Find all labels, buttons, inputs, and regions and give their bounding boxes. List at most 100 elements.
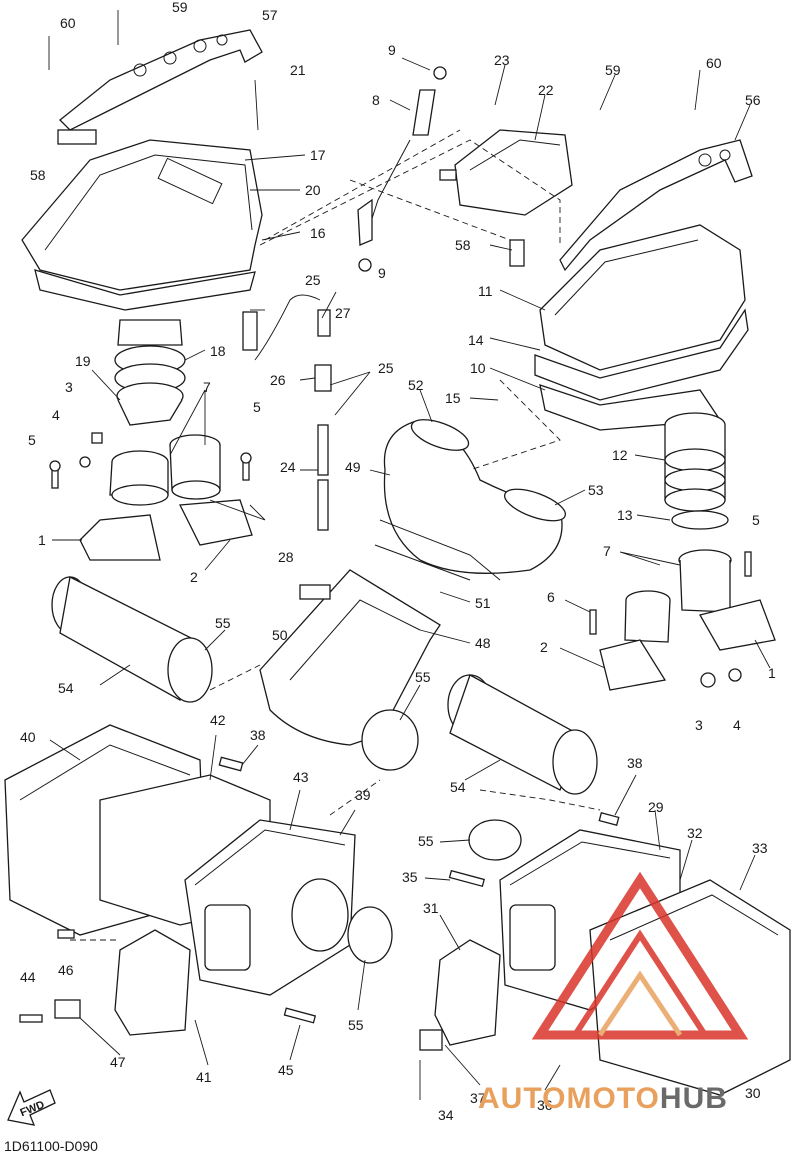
label-18: 18 [210,343,226,359]
label-5-a: 5 [253,399,261,415]
label-11: 11 [478,283,493,299]
label-32: 32 [687,825,703,841]
label-42: 42 [210,712,226,728]
label-50: 50 [272,627,288,643]
pipe-54-left [51,576,213,703]
label-26: 26 [270,372,286,388]
label-30: 30 [745,1085,761,1101]
diagram-code: 1D61100-D090 [4,1138,98,1154]
label-13: 13 [617,507,633,523]
label-4-a: 4 [52,407,60,423]
label-10: 10 [470,360,486,376]
label-9-b: 9 [378,265,386,281]
label-21: 21 [290,62,306,78]
label-3-b: 3 [695,717,703,733]
label-58-b: 58 [455,237,471,253]
label-57: 57 [262,7,278,23]
leader-lines [70,129,601,941]
label-31: 31 [423,900,439,916]
label-3-a: 3 [65,379,73,395]
label-46: 46 [58,962,74,978]
bolts-left [49,432,252,489]
label-59-b: 59 [605,62,621,78]
clamp-55-right [419,812,620,1051]
label-56: 56 [745,92,761,108]
label-22: 22 [538,82,554,98]
canister-22 [439,129,573,216]
label-47: 47 [110,1054,126,1070]
gasket-58-left [57,129,97,145]
label-5-c: 5 [752,512,760,528]
bolts-bottom-left [19,756,317,1024]
label-2-a: 2 [190,569,198,585]
label-12: 12 [612,447,628,463]
gasket-58-right [509,239,525,267]
label-23: 23 [494,52,510,68]
intake-right [589,549,776,691]
label-38-b: 38 [627,755,643,771]
label-16: 16 [310,225,326,241]
airbox-left [21,139,263,426]
label-54-a: 54 [58,680,74,696]
label-7-a: 7 [203,379,211,395]
joint-12-right [664,412,729,530]
label-54-b: 54 [450,779,466,795]
label-1-b: 1 [768,665,776,681]
cover-41 [114,929,191,1036]
duct-48 [259,569,441,771]
label-1-a: 1 [38,532,46,548]
label-60-a: 60 [60,15,76,31]
label-59-a: 59 [172,0,188,15]
label-28: 28 [278,549,294,565]
bracket-56 [559,139,753,272]
label-leaders [48,10,771,1100]
label-55-b: 55 [415,669,431,685]
label-60-b: 60 [706,55,722,71]
label-58-a: 58 [30,167,46,183]
watermark-text: AUTOMOTOHUB [478,1082,728,1116]
label-55-c: 55 [418,833,434,849]
automotohub-logo [531,871,749,1040]
label-33: 33 [752,840,768,856]
label-45: 45 [278,1062,294,1078]
label-4-b: 4 [733,717,741,733]
label-19: 19 [75,353,91,369]
watermark-text-b: HUB [659,1082,728,1115]
hose-8 [357,66,447,272]
label-39: 39 [355,787,371,803]
label-40: 40 [20,729,36,745]
label-44: 44 [20,969,36,985]
label-53: 53 [588,482,604,498]
label-48: 48 [475,635,491,651]
case-39 [184,819,393,996]
label-41: 41 [196,1069,212,1085]
label-7-b: 7 [603,543,611,559]
label-2-b: 2 [540,639,548,655]
label-35: 35 [402,869,418,885]
label-37: 37 [470,1090,486,1106]
label-38-a: 38 [250,727,266,743]
label-25-b: 25 [378,360,394,376]
intake-left [79,434,253,561]
label-51: 51 [475,595,491,611]
label-25-a: 25 [305,272,321,288]
label-20: 20 [305,182,321,198]
label-43: 43 [293,769,309,785]
label-17: 17 [310,147,326,163]
label-24: 24 [280,459,296,475]
label-5-b: 5 [28,432,36,448]
label-49: 49 [345,459,361,475]
pipe-54-right [447,674,598,795]
label-52: 52 [408,377,424,393]
cover-31 [434,939,501,1046]
label-15: 15 [445,390,461,406]
part-labels: 59 57 60 21 58 17 20 16 18 19 3 7 4 5 5 … [20,0,776,1123]
label-27: 27 [335,305,351,321]
duct-49 [374,419,566,581]
label-55-d: 55 [348,1017,364,1033]
label-34: 34 [438,1107,454,1123]
fwd-arrow-icon [7,1089,56,1126]
vent-parts [242,294,332,531]
label-8: 8 [372,92,380,108]
